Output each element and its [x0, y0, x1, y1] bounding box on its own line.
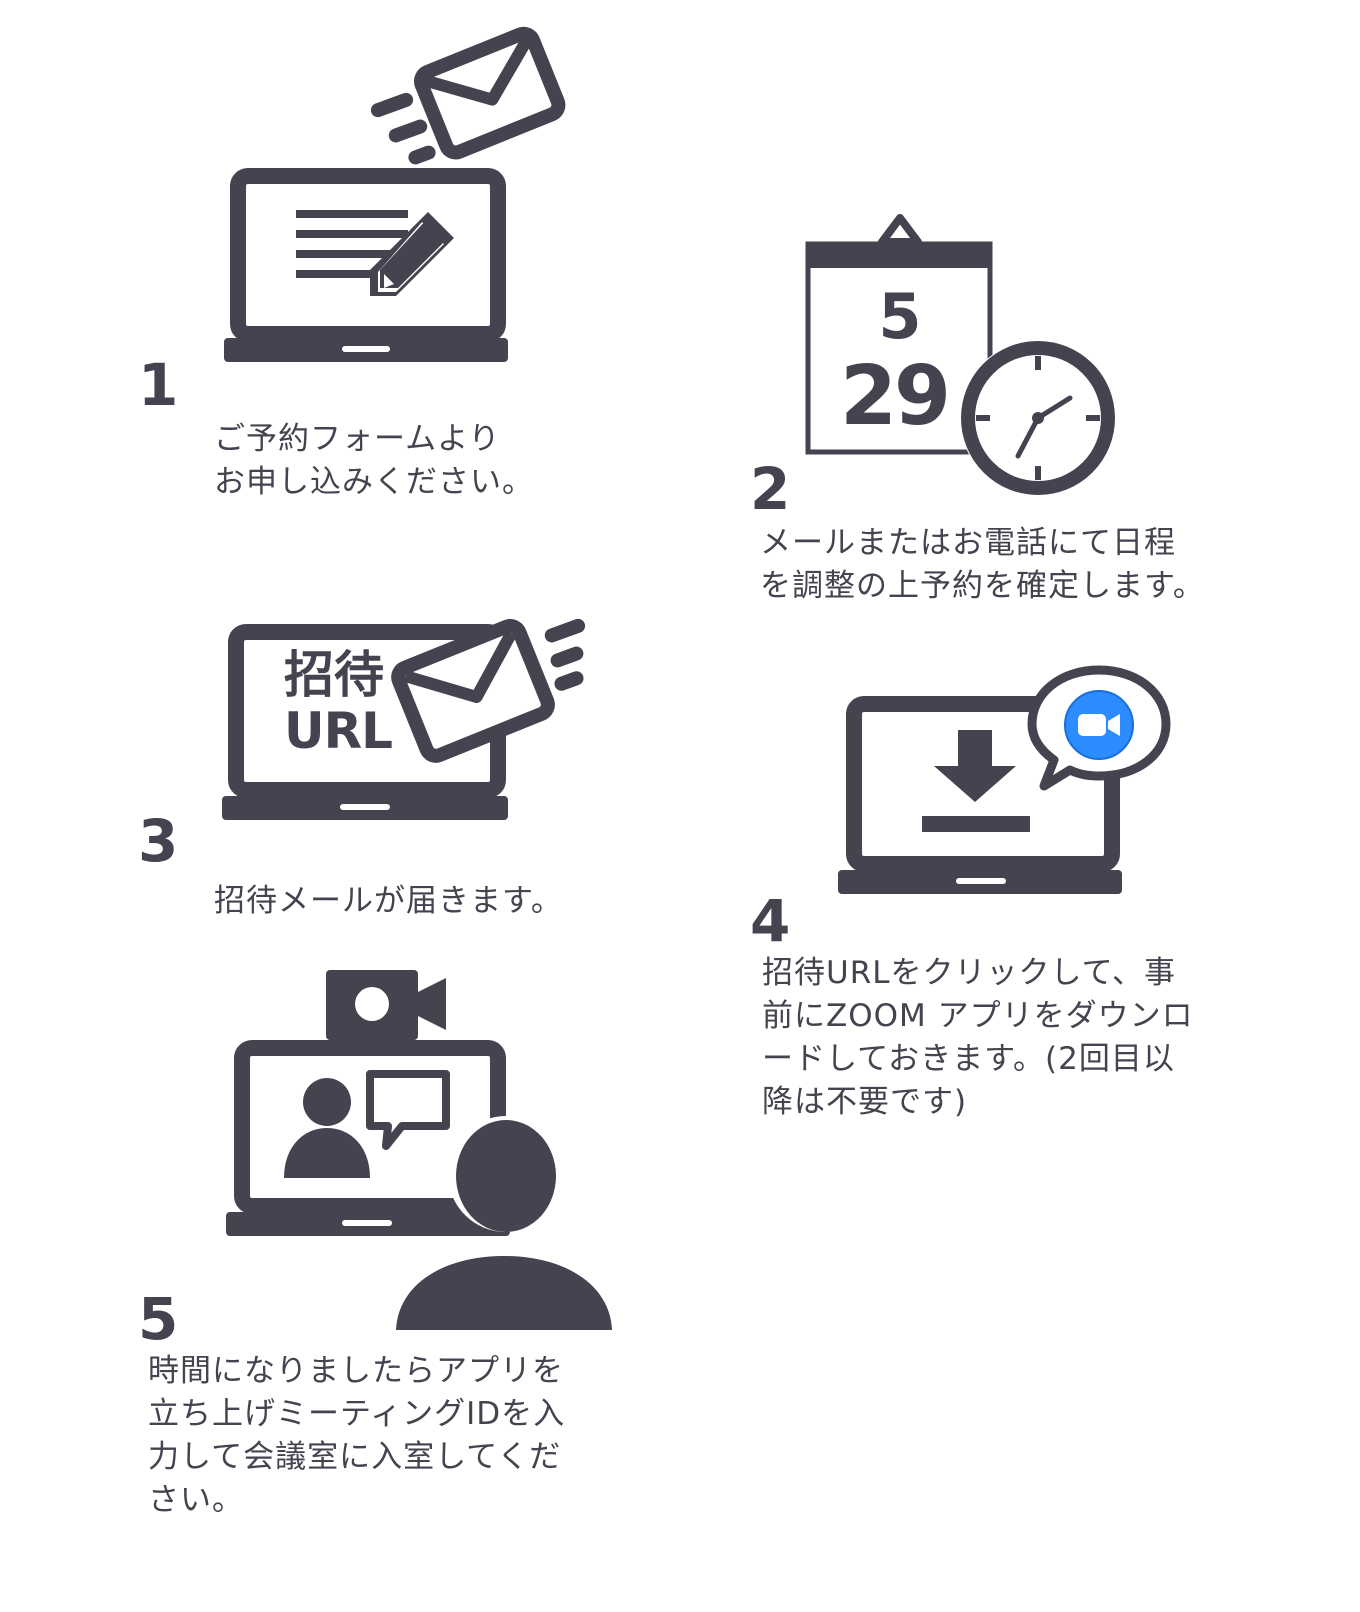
zoom-camera-icon — [1064, 690, 1134, 760]
clock-icon — [960, 340, 1116, 496]
screen-label-line-1: 招待 — [284, 646, 384, 704]
step-description-line: ードしておきます。(2回目以 — [762, 1041, 1175, 1077]
screen-label-line-2: URL — [284, 702, 393, 760]
pencil-icon — [370, 212, 454, 296]
step-number: 1 — [138, 351, 178, 419]
step-number: 5 — [138, 1285, 178, 1353]
webcam-icon — [326, 970, 446, 1040]
flying-envelope-icon — [391, 618, 586, 763]
step-description: ご予約フォームより お申し込みください。 — [214, 418, 534, 504]
step-description-line: 降は不要です) — [762, 1084, 968, 1120]
laptop-icon — [838, 696, 1122, 894]
download-icon — [922, 730, 1030, 832]
laptop-icon — [224, 168, 508, 362]
step-description-line: さい。 — [148, 1482, 244, 1518]
screen-label: 招待 URL — [284, 646, 393, 760]
step-description: 招待URLをクリックして、事 前にZOOM アプリをダウンロ ードしておきます。… — [762, 952, 1194, 1124]
step-description-line: お申し込みください。 — [214, 464, 534, 500]
step-description: メールまたはお電話にて日程 を調整の上予約を確定します。 — [760, 522, 1205, 608]
step-number: 3 — [138, 807, 178, 875]
chat-bubble-icon — [366, 1070, 450, 1150]
person-icon — [284, 1078, 370, 1178]
calendar-day: 29 — [840, 349, 948, 444]
step-number: 2 — [750, 455, 790, 523]
step-number: 4 — [750, 887, 790, 955]
step-description-line: 招待メールが届きます。 — [214, 883, 563, 919]
participant-icon — [394, 1116, 614, 1330]
step-description-line: メールまたはお電話にて日程 — [760, 525, 1176, 561]
flying-envelope-icon — [370, 26, 566, 165]
step-description: 時間になりましたらアプリを 立ち上げミーティングIDを入 力して会議室に入室して… — [148, 1350, 565, 1522]
calendar-month: 5 — [878, 280, 921, 353]
step-description-line: 力して会議室に入室してくだ — [148, 1439, 562, 1475]
step-description-line: 招待URLをクリックして、事 — [762, 955, 1177, 991]
step-description-line: 立ち上げミーティングIDを入 — [148, 1396, 566, 1432]
step-description-line: 前にZOOM アプリをダウンロ — [762, 998, 1194, 1034]
form-lines-icon — [296, 210, 408, 278]
step-description-line: を調整の上予約を確定します。 — [760, 568, 1205, 604]
step-description-line: ご予約フォームより — [214, 421, 501, 457]
step-description: 招待メールが届きます。 — [214, 880, 563, 923]
calendar-icon: 5 29 — [805, 214, 993, 455]
step-description-line: 時間になりましたらアプリを — [148, 1353, 564, 1389]
